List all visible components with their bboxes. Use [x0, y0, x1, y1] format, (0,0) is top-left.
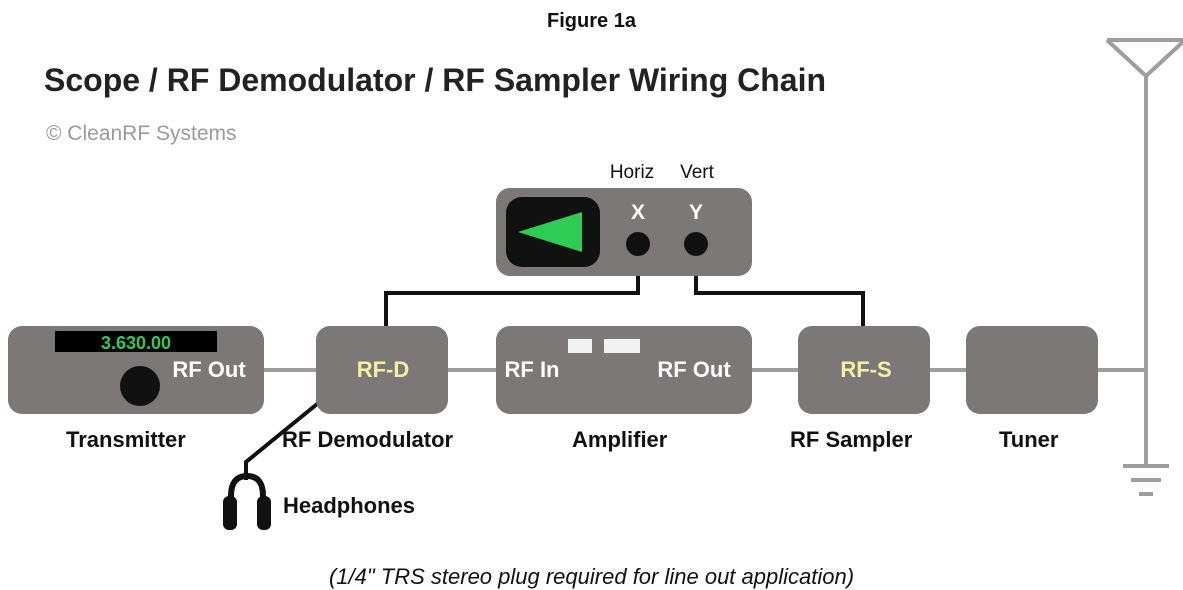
scope-y-jack	[684, 232, 708, 256]
antenna-icon	[1105, 38, 1183, 496]
headphones-label: Headphones	[283, 493, 416, 518]
tuning-knob	[120, 366, 160, 406]
demodulator-label: RF Demodulator	[282, 427, 454, 452]
scope-vert-label: Vert	[680, 162, 715, 183]
demod-box-text: RF-D	[357, 357, 410, 382]
page-title: Scope / RF Demodulator / RF Sampler Wiri…	[44, 62, 827, 98]
scope-y-label: Y	[689, 201, 703, 224]
headphones-icon	[223, 472, 271, 530]
amp-indicator-left	[568, 339, 592, 353]
scope-horiz-label: Horiz	[610, 162, 654, 183]
sampler-label: RF Sampler	[790, 427, 913, 452]
tx-rf-out-label: RF Out	[172, 357, 246, 382]
transmitter-label: Transmitter	[66, 427, 186, 452]
amplifier-label: Amplifier	[572, 427, 668, 452]
scope-x-jack	[626, 232, 650, 256]
tuner-label: Tuner	[999, 427, 1059, 452]
amplifier-box	[496, 326, 752, 414]
scope-trace-icon	[518, 212, 582, 252]
sampler-box-text: RF-S	[840, 357, 891, 382]
amp-rf-out-label: RF Out	[657, 357, 731, 382]
frequency-readout: 3.630.00	[101, 333, 171, 353]
copyright-notice: © CleanRF Systems	[46, 122, 237, 145]
amp-rf-in-label: RF In	[505, 357, 560, 382]
tuner-box	[966, 326, 1098, 414]
amp-indicator-right	[604, 339, 640, 353]
caption: (1/4" TRS stereo plug required for line …	[328, 564, 855, 589]
figure-label: Figure 1a	[547, 10, 636, 32]
demodulator-box	[316, 326, 448, 414]
scope-x-label: X	[631, 201, 645, 224]
frequency-display	[55, 331, 217, 352]
sampler-box	[798, 326, 930, 414]
